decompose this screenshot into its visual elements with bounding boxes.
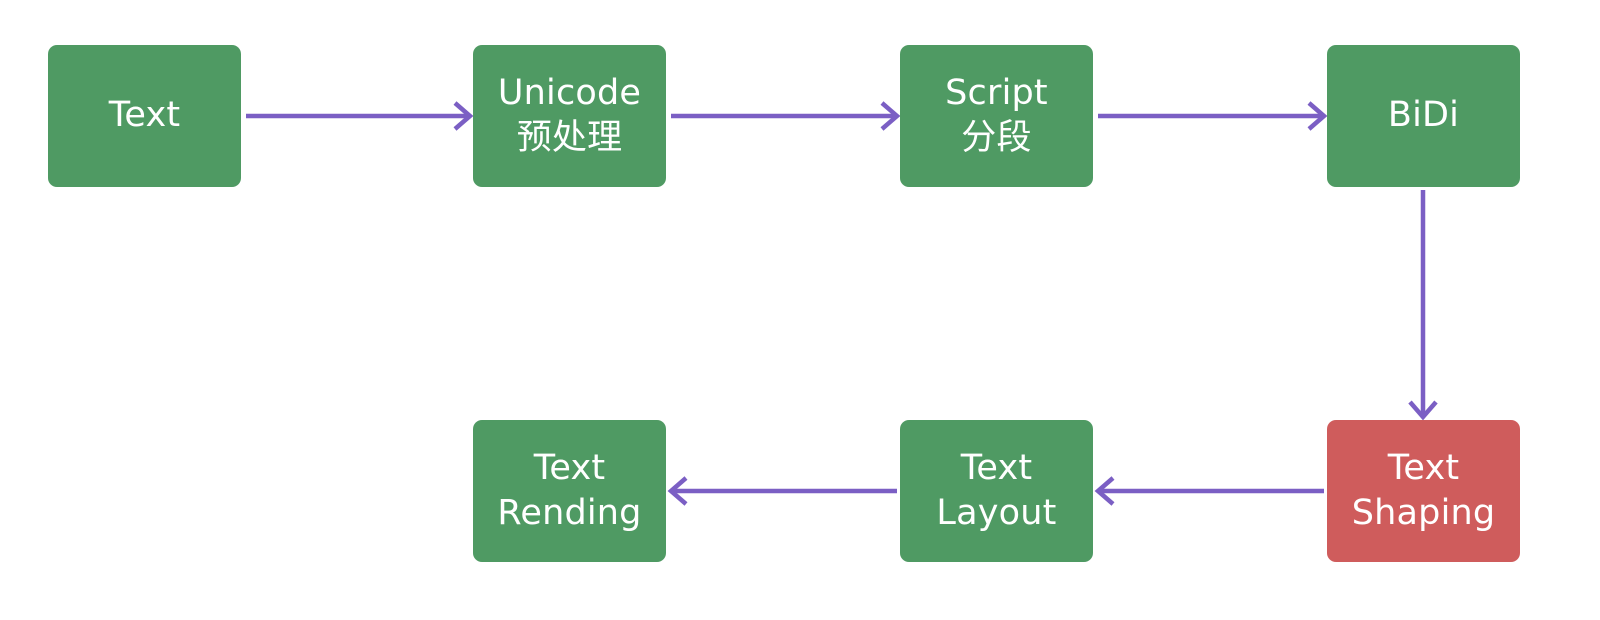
edge-arrowhead [1307,101,1328,131]
edge-arrowhead [1094,476,1115,506]
node-text[interactable]: Text [48,45,241,187]
node-label-primary: Text [960,447,1033,488]
edge-bidi-to-shaping [1408,190,1438,421]
node-label-secondary: Layout [936,493,1057,533]
edge-arrowhead [453,101,474,131]
node-label-primary: Text [108,95,181,136]
edge-shaping-to-layout [1094,476,1324,506]
edge-unicode-to-script [671,101,901,131]
node-label-primary: Script [945,72,1048,113]
node-label-primary: Text [533,447,606,488]
node-unicode-preprocess[interactable]: Unicode 预处理 [473,45,666,187]
node-label-primary: BiDi [1387,95,1460,136]
node-label-secondary: 预处理 [516,118,623,158]
edge-arrowhead [1408,400,1438,421]
node-label-secondary: 分段 [961,118,1032,158]
edge-arrowhead [667,476,688,506]
edge-layout-to-rending [667,476,897,506]
node-script-segmentation[interactable]: Script 分段 [900,45,1093,187]
node-label-secondary: Shaping [1351,493,1496,533]
node-bidi[interactable]: BiDi [1327,45,1520,187]
node-label-secondary: Rending [497,493,642,533]
node-label-primary: Unicode [497,72,642,113]
edge-arrowhead [880,101,901,131]
edge-text-to-unicode [246,101,474,131]
edge-script-to-bidi [1098,101,1328,131]
node-label-primary: Text [1387,447,1460,488]
